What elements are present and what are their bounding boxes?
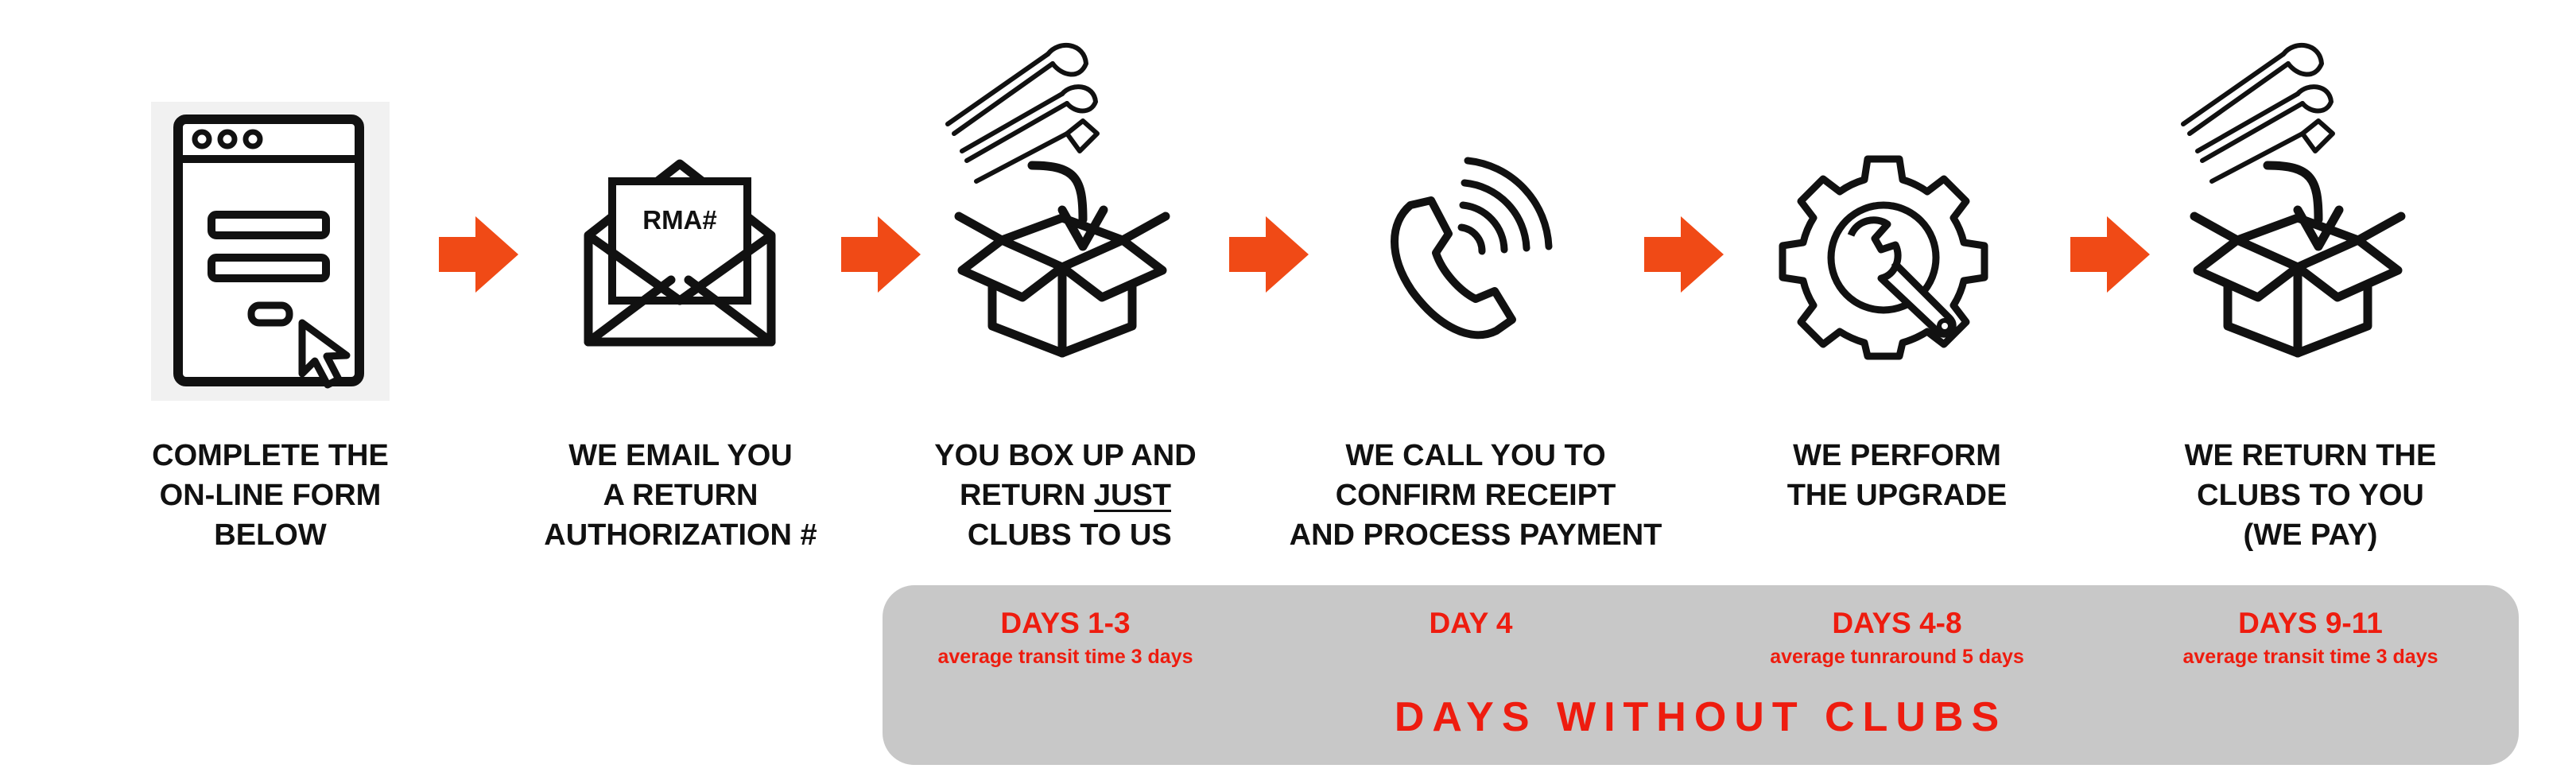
step-label-line: ON-LINE FORM bbox=[159, 479, 382, 512]
phase-note: average transit time 3 days bbox=[937, 646, 1193, 668]
step-label-line: CONFIRM RECEIPT bbox=[1335, 479, 1616, 512]
step-6-label: WE RETURN THE CLUBS TO YOU (WE PAY) bbox=[2088, 436, 2533, 555]
phase-days: DAYS 9-11 bbox=[2238, 607, 2383, 639]
step-label-line: CLUBS TO US bbox=[959, 518, 1172, 552]
emphasis-just: JUST bbox=[1093, 479, 1172, 512]
step-label-line: WE PERFORM bbox=[1793, 439, 2001, 472]
phase-note: average transit time 3 days bbox=[2182, 646, 2438, 668]
step-label-line: CLUBS TO YOU bbox=[2197, 479, 2424, 512]
phase-transit-out: DAYS 9-11 average transit time 3 days bbox=[2104, 606, 2517, 670]
phase-days: DAYS 1-3 bbox=[1000, 607, 1131, 639]
step-label-line: (WE PAY) bbox=[2243, 518, 2378, 552]
step-4-label: WE CALL YOU TO CONFIRM RECEIPT AND PROCE… bbox=[1253, 436, 1698, 555]
phase-days: DAY 4 bbox=[1429, 607, 1513, 639]
step-label-line: WE EMAIL YOU bbox=[568, 439, 793, 472]
envelope-icon: RMA# bbox=[582, 159, 778, 347]
phase-days: DAYS 4-8 bbox=[1832, 607, 1962, 639]
phase-call: DAY 4 bbox=[1264, 606, 1678, 641]
box-with-clubs-icon bbox=[943, 32, 1181, 358]
online-form-icon bbox=[151, 102, 390, 401]
phone-icon bbox=[1379, 157, 1563, 347]
phase-upgrade: DAYS 4-8 average tunraround 5 days bbox=[1690, 606, 2104, 670]
step-label-line: AUTHORIZATION # bbox=[544, 518, 817, 552]
phase-transit-in: DAYS 1-3 average transit time 3 days bbox=[859, 606, 1272, 670]
box-with-clubs-icon bbox=[2178, 32, 2417, 358]
step-label-line: BELOW bbox=[214, 518, 327, 552]
step-label-line: RETURN JUST bbox=[843, 475, 1288, 515]
step-3-label: YOU BOX UP AND RETURN JUST CLUBS TO US bbox=[843, 436, 1288, 555]
phase-note: average tunraround 5 days bbox=[1770, 646, 2024, 668]
step-label-line: A RETURN bbox=[603, 479, 758, 512]
timeline-band bbox=[883, 585, 2519, 765]
flow-arrow-icon bbox=[2070, 216, 2150, 293]
envelope-rma-text: RMA# bbox=[642, 205, 717, 235]
step-1-label: COMPLETE THE ON-LINE FORM BELOW bbox=[48, 436, 493, 555]
flow-arrow-icon bbox=[1644, 216, 1724, 293]
step-2-label: WE EMAIL YOU A RETURN AUTHORIZATION # bbox=[458, 436, 903, 555]
step-label-line: WE CALL YOU TO bbox=[1345, 439, 1606, 472]
flow-arrow-icon bbox=[841, 216, 921, 293]
flow-arrow-icon bbox=[439, 216, 518, 293]
days-without-clubs-title: DAYS WITHOUT CLUBS bbox=[1394, 694, 2008, 740]
step-label-line: COMPLETE THE bbox=[152, 439, 389, 472]
step-label-line: THE UPGRADE bbox=[1787, 479, 2008, 512]
step-label-text: RETURN bbox=[959, 479, 1094, 512]
gear-wrench-icon bbox=[1779, 151, 1999, 360]
step-label-line: YOU BOX UP AND bbox=[934, 439, 1197, 472]
flow-arrow-icon bbox=[1229, 216, 1309, 293]
step-label-line: AND PROCESS PAYMENT bbox=[1289, 518, 1662, 552]
step-label-line: WE RETURN THE bbox=[2184, 439, 2437, 472]
step-5-label: WE PERFORM THE UPGRADE bbox=[1674, 436, 2120, 515]
